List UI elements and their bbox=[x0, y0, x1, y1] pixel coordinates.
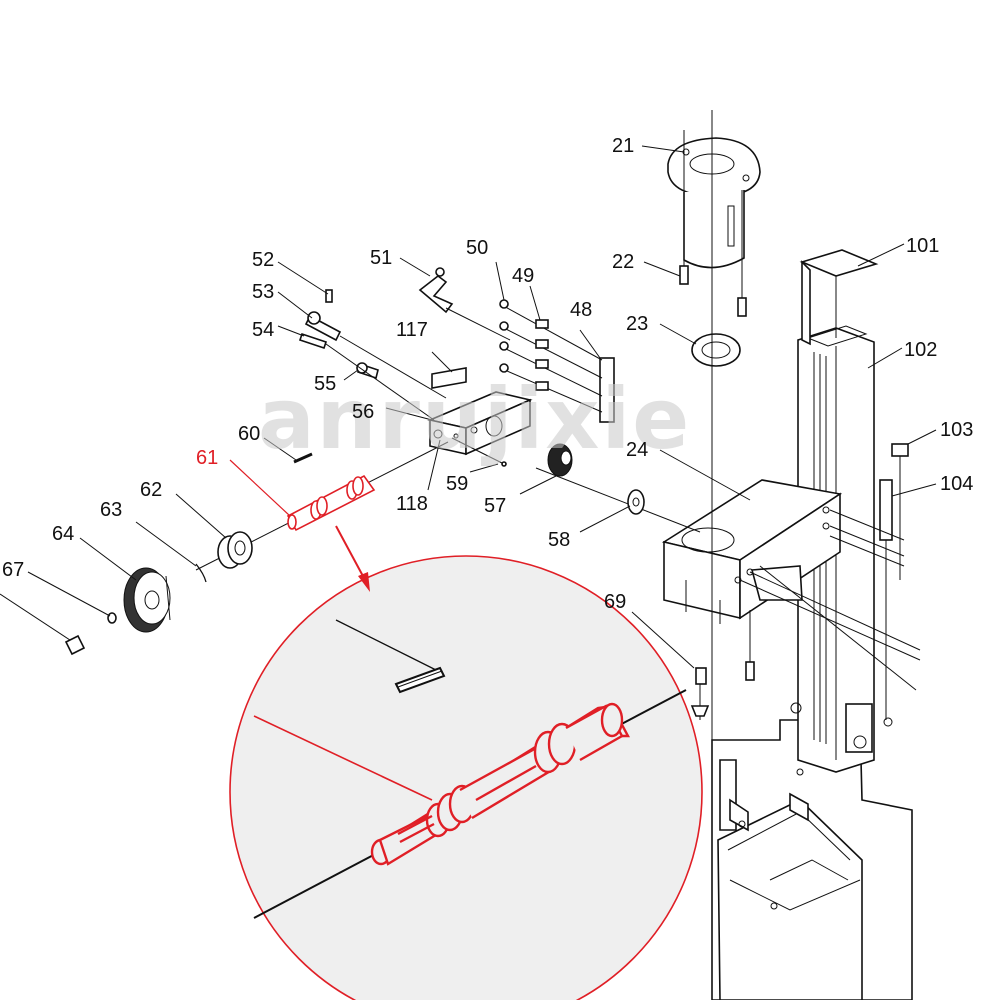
bolt-103 bbox=[891, 443, 909, 580]
cover-101 bbox=[799, 249, 879, 346]
clip-63 bbox=[195, 563, 207, 583]
bracket-56 bbox=[427, 391, 533, 456]
callout-57: 57 bbox=[484, 495, 506, 517]
callout-60: 60 bbox=[238, 423, 260, 445]
screws-52-55 bbox=[298, 289, 447, 421]
callout-59: 59 bbox=[446, 473, 468, 495]
callout-102: 102 bbox=[904, 339, 937, 361]
callout-50: 50 bbox=[466, 237, 488, 259]
bushing-21 bbox=[667, 137, 761, 269]
watermark: anrujixie bbox=[258, 370, 691, 468]
callout-24: 24 bbox=[626, 439, 648, 461]
callout-61: 61 bbox=[196, 447, 218, 469]
callout-67: 67 bbox=[2, 559, 24, 581]
gear-64 bbox=[123, 567, 171, 633]
gear-57 bbox=[547, 443, 573, 477]
bearing-23 bbox=[691, 333, 741, 367]
nut-67 bbox=[0, 593, 117, 656]
callout-103: 103 bbox=[940, 419, 973, 441]
callout-22: 22 bbox=[612, 251, 634, 273]
pin-69 bbox=[690, 610, 755, 720]
lever-51 bbox=[418, 267, 511, 341]
washer-58 bbox=[627, 489, 645, 515]
head-block-24 bbox=[661, 479, 843, 624]
zoom-arrow bbox=[335, 525, 370, 592]
bolt-22 bbox=[679, 130, 747, 317]
callout-101: 101 bbox=[906, 235, 939, 257]
callout-52: 52 bbox=[252, 249, 274, 271]
plate-117 bbox=[431, 367, 467, 389]
pin-60 bbox=[293, 452, 313, 464]
zoom-detail-circle bbox=[229, 555, 703, 1000]
callout-117: 117 bbox=[396, 319, 428, 341]
callout-69: 69 bbox=[604, 591, 626, 613]
callout-48: 48 bbox=[570, 299, 592, 321]
callout-64: 64 bbox=[52, 523, 74, 545]
callout-21: 21 bbox=[612, 135, 634, 157]
callout-49: 49 bbox=[512, 265, 534, 287]
leader-61 bbox=[229, 459, 291, 517]
callout-23: 23 bbox=[626, 313, 648, 335]
base-casting bbox=[711, 719, 913, 1000]
bolt-lines bbox=[739, 509, 921, 691]
leader-lines bbox=[27, 145, 937, 669]
rods-48-50 bbox=[499, 299, 615, 423]
callout-51: 51 bbox=[370, 247, 392, 269]
rod-104 bbox=[879, 479, 893, 720]
callout-53: 53 bbox=[252, 281, 274, 303]
callout-104: 104 bbox=[940, 473, 973, 495]
callout-54: 54 bbox=[252, 319, 274, 341]
callout-118: 118 bbox=[396, 493, 428, 515]
shaft-61 bbox=[286, 474, 376, 532]
callout-58: 58 bbox=[548, 529, 570, 551]
callout-55: 55 bbox=[314, 373, 336, 395]
zoom-shaft-61 bbox=[370, 702, 630, 866]
pin-59 bbox=[451, 437, 507, 467]
callout-labels: 21 22 23 24 48 49 50 51 52 53 54 55 56 5… bbox=[2, 135, 973, 613]
callout-62: 62 bbox=[140, 479, 162, 501]
bushing-62 bbox=[217, 531, 253, 569]
callout-63: 63 bbox=[100, 499, 122, 521]
callout-56: 56 bbox=[352, 401, 374, 423]
